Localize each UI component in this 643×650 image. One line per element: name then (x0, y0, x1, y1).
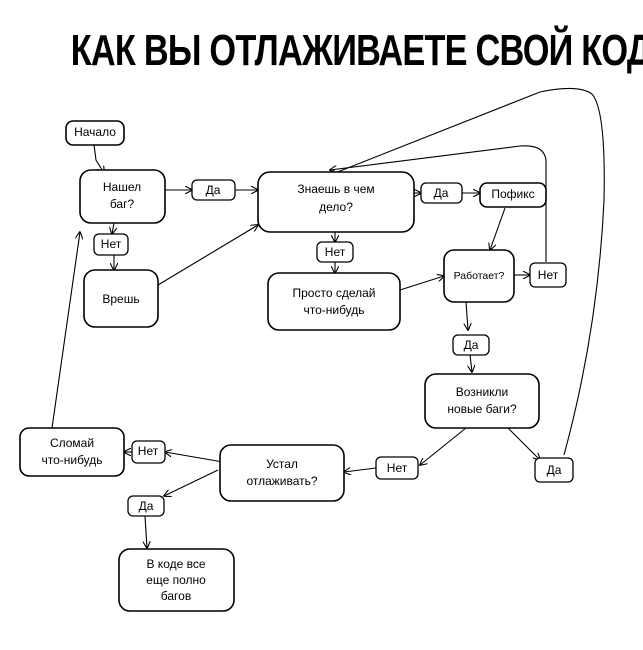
node-tired: Устал отлаживать? (219, 444, 345, 502)
label-yes-4-text: Да (547, 463, 562, 477)
node-do-something-line2: что-нибудь (303, 303, 364, 317)
label-yes-2-text: Да (434, 186, 449, 200)
edge-no-to-know-loop (330, 145, 547, 262)
node-still-bugs-line1: В коде все (146, 557, 205, 571)
label-no-1-text: Нет (101, 237, 122, 251)
node-found-bug: Нашел баг? (79, 169, 166, 224)
node-know-what-line2: дело? (319, 200, 353, 214)
label-yes-4: Да (534, 457, 574, 483)
label-yes-1-text: Да (206, 183, 221, 197)
edge-yes-to-found-loop (330, 87, 605, 456)
node-do-something-line1: Просто сделай (293, 286, 376, 300)
label-yes-3-text: Да (464, 338, 479, 352)
label-no-3-text: Нет (538, 268, 559, 282)
node-fix: Пофикс (479, 182, 547, 208)
node-break-something-line2: что-нибудь (41, 453, 102, 467)
node-lie-label: Врешь (102, 292, 139, 306)
node-break-something: Сломай что-нибудь (19, 427, 125, 477)
label-no-3: Нет (529, 262, 567, 288)
edge-newbugs-to-no (420, 427, 467, 465)
label-yes-2: Да (420, 182, 463, 204)
node-know-what-line1: Знаешь в чем (297, 182, 374, 196)
label-no-5: Нет (131, 440, 166, 464)
label-no-4-text: Нет (387, 461, 408, 475)
edge-found-to-no (112, 222, 114, 234)
label-no-2: Нет (316, 241, 354, 263)
node-works: Работает? (443, 249, 515, 303)
edge-no-to-tired (344, 468, 377, 472)
edge-do-to-works (399, 276, 444, 291)
node-fix-label: Пофикс (491, 187, 534, 201)
label-no-1: Нет (93, 233, 129, 256)
label-yes-3: Да (452, 334, 490, 356)
edge-tired-to-no (165, 452, 224, 463)
edge-works-to-yes (466, 301, 468, 330)
edges (51, 87, 605, 548)
node-start: Начало (65, 120, 125, 146)
node-new-bugs: Возникли новые баги? (424, 373, 540, 429)
label-yes-5-text: Да (139, 499, 154, 513)
edge-fix-to-works (490, 207, 506, 250)
label-no-5-text: Нет (138, 444, 159, 458)
edge-newbugs-to-yes (507, 427, 540, 460)
node-still-bugs-line3: багов (161, 589, 191, 603)
node-found-bug-line1: Нашел (103, 180, 141, 194)
node-still-bugs: В коде все еще полно багов (118, 548, 235, 612)
diagram-title: КАК ВЫ ОТЛАЖИВАЕТЕ СВОЙ КОД (70, 26, 643, 75)
label-no-2-text: Нет (325, 245, 346, 259)
label-yes-5: Да (127, 495, 165, 517)
node-works-label: Работает? (454, 270, 505, 282)
edge-break-to-found (51, 232, 80, 429)
node-break-something-line1: Сломай (50, 436, 94, 450)
edge-yes-to-newbugs (470, 354, 472, 372)
node-tired-line1: Устал (266, 457, 298, 471)
edge-start-to-found (93, 144, 104, 173)
node-new-bugs-line2: новые баги? (447, 402, 517, 416)
label-no-4: Нет (375, 456, 419, 480)
label-yes-1: Да (191, 179, 236, 201)
node-start-label: Начало (74, 125, 116, 139)
node-do-something: Просто сделай что-нибудь (267, 272, 401, 331)
node-know-what: Знаешь в чем дело? (257, 171, 415, 233)
node-tired-line2: отлаживать? (246, 474, 317, 488)
node-new-bugs-line1: Возникли (456, 385, 508, 399)
edge-lie-to-know (157, 225, 258, 286)
edge-yes-to-still (145, 515, 147, 548)
node-still-bugs-line2: еще полно (146, 573, 206, 587)
edge-tired-to-yes (164, 469, 219, 496)
node-found-bug-line2: баг? (110, 197, 135, 211)
node-lie: Врешь (83, 269, 159, 328)
